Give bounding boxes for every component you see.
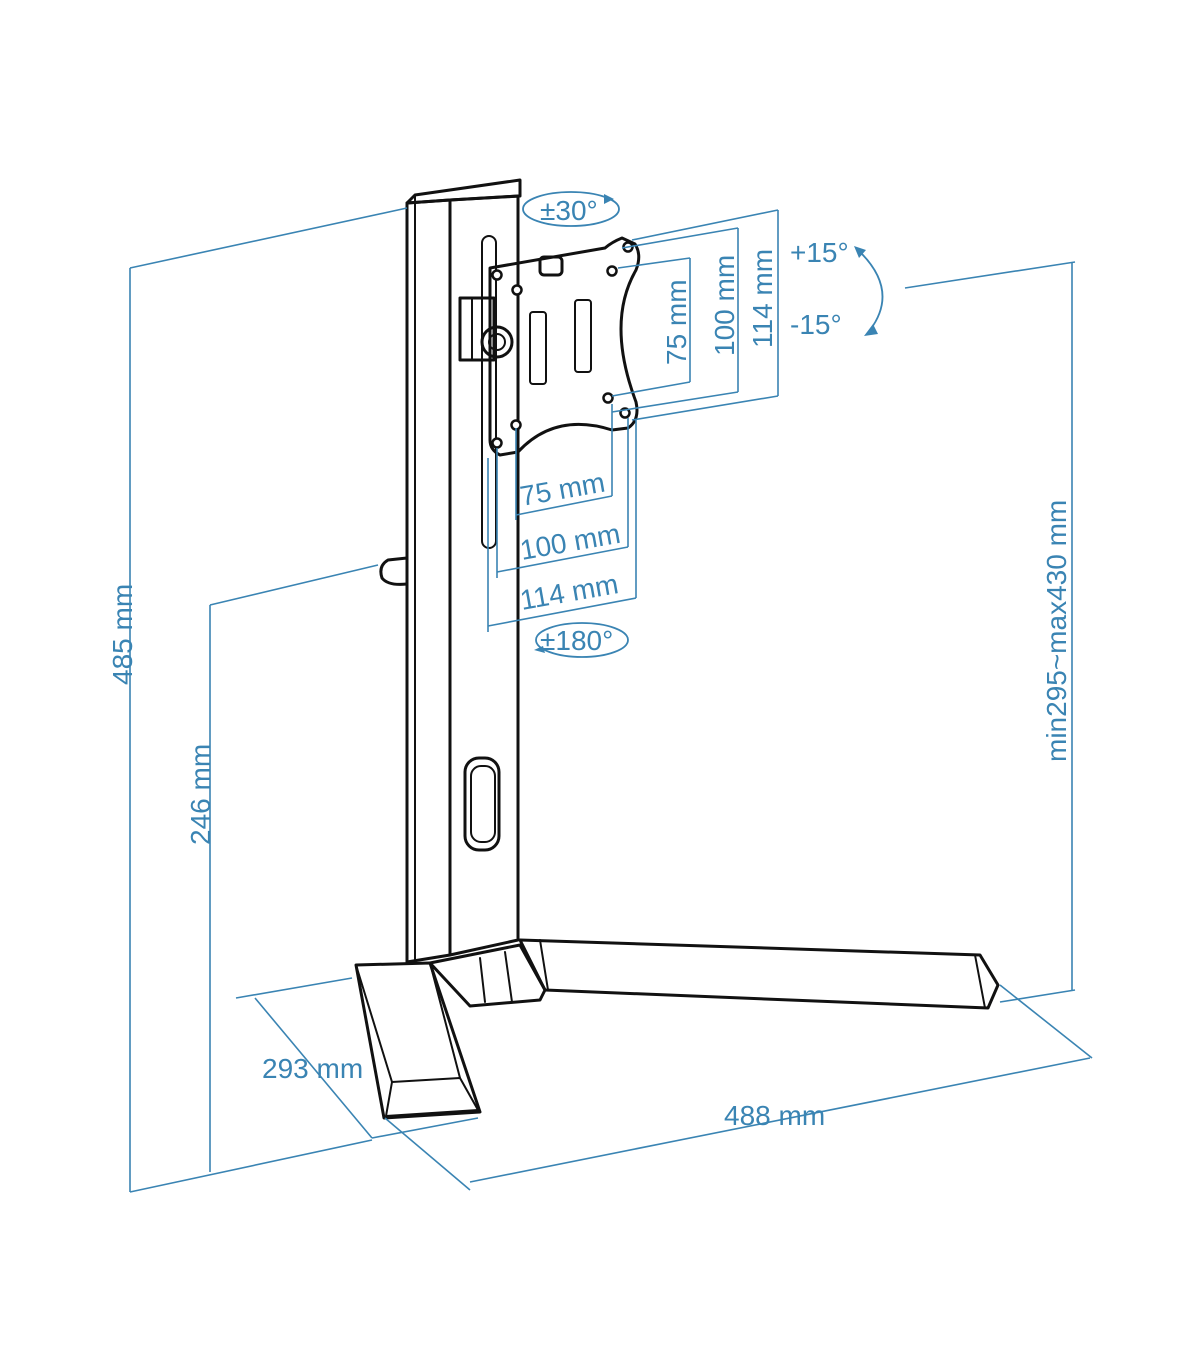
vesa-horizontal-114-label: 114 mm	[518, 568, 621, 616]
vesa-vertical-75-label: 75 mm	[661, 279, 692, 365]
tilt-down-label: -15°	[790, 309, 842, 340]
pole	[379, 178, 522, 964]
arm-height-label: 246 mm	[185, 744, 216, 845]
base	[354, 938, 1000, 1120]
base-width-label: 488 mm	[724, 1100, 825, 1131]
tilt-arrow-icon	[854, 246, 884, 336]
base-depth-label: 293 mm	[262, 1053, 363, 1084]
height-range-label: min295~max430 mm	[1041, 500, 1072, 762]
rotation-label: ±180°	[540, 625, 613, 656]
vesa-vertical-100-label: 100 mm	[709, 255, 740, 356]
dimension-labels: ±30° +15° -15° ±180° 75 mm 100 mm 114 mm…	[107, 195, 1072, 1131]
vesa-plate	[458, 236, 641, 457]
dimension-lines	[129, 207, 1093, 1193]
swivel-label: ±30°	[540, 195, 598, 226]
total-height-label: 485 mm	[107, 584, 138, 685]
stand-drawing	[354, 178, 1000, 1120]
rotation-arrow-icon	[534, 622, 629, 658]
swivel-arrow-icon	[522, 191, 620, 227]
rotation-indicators	[522, 191, 884, 658]
tilt-up-label: +15°	[790, 237, 849, 268]
vesa-vertical-114-label: 114 mm	[747, 249, 778, 348]
